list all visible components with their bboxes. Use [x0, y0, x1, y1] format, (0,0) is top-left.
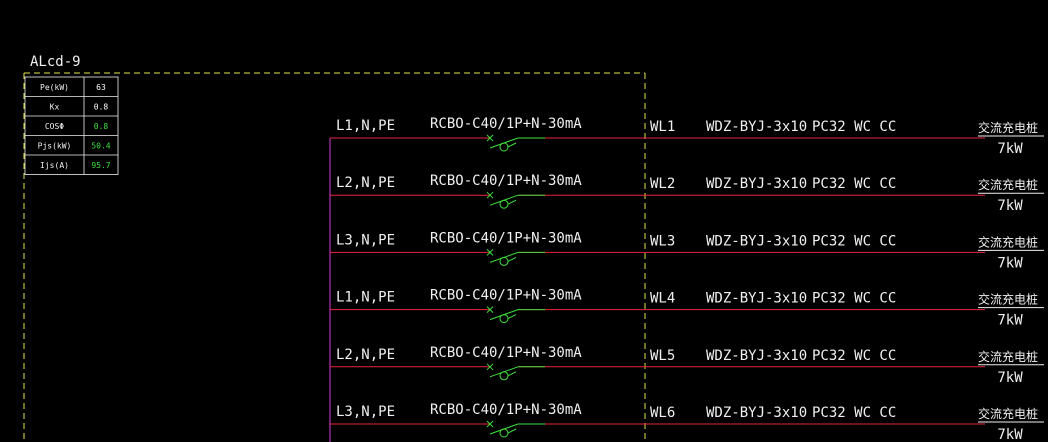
circuit-conduit: PC32 WC CC [812, 405, 896, 421]
load-name: 交流充电桩 [978, 120, 1038, 135]
circuit-breaker-spec: RCBO-C40/1P+N-30mA [430, 345, 582, 361]
circuit-conduit: PC32 WC CC [812, 233, 896, 249]
circuit-id: WL1 [650, 119, 675, 135]
circuit-phase: L2,N,PE [336, 175, 395, 191]
circuit-conduit: PC32 WC CC [812, 119, 896, 135]
table-row-value: 95.7 [91, 161, 110, 170]
circuit-row: L1,N,PE RCBO-C40/1P+N-30mA WL1 WDZ-BYJ-3x10… [330, 116, 1044, 157]
load-name: 交流充电桩 [978, 406, 1038, 421]
breaker-rcd-link [507, 371, 517, 377]
circuit-row: L3,N,PE RCBO-C40/1P+N-30mA WL6 WDZ-BYJ-3x10… [330, 402, 1044, 442]
load-name: 交流充电桩 [978, 177, 1038, 192]
breaker-rcd-link [507, 428, 517, 434]
breaker-rcd-circle [499, 428, 509, 438]
table-row-label: Ijs(A) [40, 161, 69, 170]
breaker-symbol [486, 306, 545, 324]
breaker-symbol [486, 249, 545, 266]
circuit-conduit: PC32 WC CC [812, 176, 896, 192]
load-power: 7kW [997, 313, 1023, 329]
breaker-rcd-circle [499, 199, 509, 209]
load-power: 7kW [997, 427, 1023, 442]
circuit-phase: L3,N,PE [336, 232, 395, 248]
table-row-label: Pjs(kW) [38, 141, 72, 150]
panel-frame [23, 72, 646, 442]
table-border [24, 76, 119, 175]
breaker-rcd-link [507, 142, 517, 148]
breaker-cross [486, 363, 494, 371]
breaker-cross [486, 306, 494, 313]
panel-name: ALcd-9 [30, 54, 81, 70]
table-row-label: COSΦ [45, 122, 64, 131]
breaker-cross [486, 420, 494, 428]
breaker-rcd-link [507, 199, 517, 205]
load-power: 7kW [997, 141, 1023, 157]
circuit-cable: WDZ-BYJ-3x10 [706, 233, 807, 249]
load-name: 交流充电桩 [978, 349, 1038, 364]
breaker-symbol [486, 191, 545, 209]
circuit-phase: L3,N,PE [336, 404, 395, 420]
circuit-id: WL5 [650, 348, 675, 364]
circuit-row: L2,N,PE RCBO-C40/1P+N-30mA WL2 WDZ-BYJ-3x10… [330, 173, 1044, 214]
load-power: 7kW [997, 255, 1023, 271]
breaker-cross [486, 191, 494, 199]
circuit-cable: WDZ-BYJ-3x10 [706, 176, 807, 192]
breaker-cross [486, 134, 494, 142]
circuit-conduit: PC32 WC CC [812, 291, 896, 307]
circuit-cable: WDZ-BYJ-3x10 [706, 405, 807, 421]
load-power: 7kW [997, 370, 1023, 386]
circuit-phase: L2,N,PE [336, 347, 395, 363]
load-power: 7kW [997, 198, 1023, 214]
load-name: 交流充电桩 [978, 292, 1038, 307]
table-row-label: Pe(kW) [40, 83, 69, 92]
circuit-breaker-spec: RCBO-C40/1P+N-30mA [430, 230, 582, 246]
circuit-conduit: PC32 WC CC [812, 348, 896, 364]
breaker-symbol [486, 420, 545, 438]
breaker-symbol [486, 134, 545, 152]
circuit-breaker-spec: RCBO-C40/1P+N-30mA [430, 173, 582, 189]
circuit-cable: WDZ-BYJ-3x10 [706, 348, 807, 364]
load-name: 交流充电桩 [978, 234, 1038, 249]
circuit-phase: L1,N,PE [336, 290, 395, 306]
circuit-row: L2,N,PE RCBO-C40/1P+N-30mA WL5 WDZ-BYJ-3x10… [330, 345, 1044, 386]
breaker-rcd-circle [499, 314, 509, 324]
table-row-value: 0.8 [94, 122, 109, 131]
breaker-rcd-circle [499, 142, 509, 152]
circuit-cable: WDZ-BYJ-3x10 [706, 291, 807, 307]
circuit-id: WL3 [650, 233, 675, 249]
breaker-rcd-circle [499, 371, 509, 381]
circuit-breaker-spec: RCBO-C40/1P+N-30mA [430, 288, 582, 304]
circuit-id: WL4 [650, 291, 675, 307]
breaker-rcd-circle [499, 256, 509, 266]
breaker-cross [486, 249, 494, 256]
circuit-id: WL6 [650, 405, 675, 421]
table-row-label: Kx [50, 102, 60, 111]
breaker-symbol [486, 363, 545, 381]
table-row-value: 0.8 [94, 102, 109, 111]
circuit-row: L1,N,PE RCBO-C40/1P+N-30mA WL4 WDZ-BYJ-3x10… [330, 288, 1044, 329]
circuit-cable: WDZ-BYJ-3x10 [706, 119, 807, 135]
circuit-breaker-spec: RCBO-C40/1P+N-30mA [430, 116, 582, 132]
circuit-id: WL2 [650, 176, 675, 192]
table-row-value: 63 [96, 83, 106, 92]
circuit-row: L3,N,PE RCBO-C40/1P+N-30mA WL3 WDZ-BYJ-3x10… [330, 230, 1044, 271]
breaker-rcd-link [507, 256, 517, 262]
breaker-rcd-link [507, 314, 517, 320]
table-row-value: 50.4 [91, 141, 110, 150]
circuit-breaker-spec: RCBO-C40/1P+N-30mA [430, 402, 582, 418]
circuit-phase: L1,N,PE [336, 118, 395, 134]
